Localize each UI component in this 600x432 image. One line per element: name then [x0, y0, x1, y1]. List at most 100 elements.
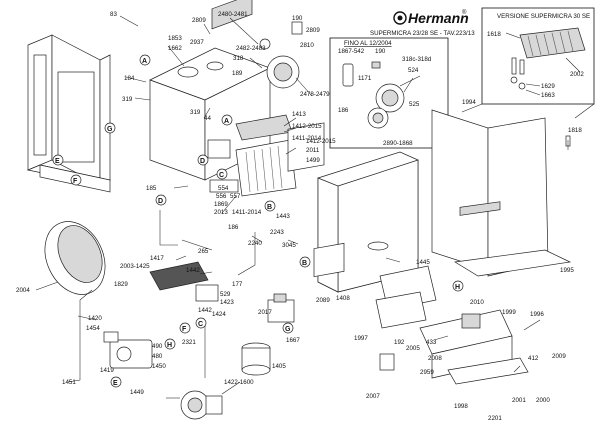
inset-fino-al-2004: FINO AL 12/2004 1867-542 190 1171 186 31… — [329, 37, 449, 149]
svg-text:B: B — [302, 260, 307, 267]
label-1411-2014-b: 1411-2014 — [232, 209, 262, 216]
label-1663: 1663 — [541, 92, 555, 99]
label-2480-2481: 2480-2481 — [218, 11, 248, 18]
svg-text:B: B — [267, 204, 272, 211]
inset-2004-title: FINO AL 12/2004 — [344, 40, 392, 47]
label-319-b: 319 — [190, 109, 201, 116]
label-1995: 1995 — [560, 267, 574, 274]
svg-text:D: D — [158, 198, 163, 205]
label-1419: 1419 — [100, 367, 114, 374]
label-1618: 1618 — [487, 31, 501, 38]
label-1417: 1417 — [150, 255, 164, 262]
pipework — [67, 210, 256, 383]
label-2003-1425: 2003-1425 — [120, 263, 150, 270]
label-1662: 1662 — [168, 45, 182, 52]
boiler-frame — [26, 34, 112, 193]
label-1412-2015-b: 1412-2015 — [306, 138, 336, 145]
gas-valve — [267, 242, 345, 323]
label-1998: 1998 — [454, 403, 468, 410]
label-177: 177 — [232, 281, 243, 288]
label-556: 556 — [216, 193, 227, 200]
leader-lines — [35, 15, 569, 399]
marker-f-low: F — [179, 322, 191, 334]
label-557: 557 — [230, 193, 241, 200]
svg-text:A: A — [142, 58, 147, 65]
svg-text:F: F — [73, 178, 78, 185]
marker-e-top: E — [52, 154, 64, 166]
label-525: 525 — [409, 101, 420, 108]
label-1171: 1171 — [358, 75, 372, 82]
marker-b-top: B — [264, 200, 276, 212]
label-2201: 2201 — [488, 415, 502, 422]
label-186-inset: 186 — [338, 107, 349, 114]
marker-h-top: H — [452, 280, 464, 292]
label-1996: 1996 — [530, 311, 544, 318]
control-panel — [375, 265, 529, 385]
label-2000: 2000 — [536, 397, 550, 404]
pump — [180, 390, 223, 420]
label-44: 44 — [204, 115, 211, 122]
trap-cylinder — [241, 342, 271, 376]
marker-d-left: D — [155, 194, 167, 206]
label-186: 186 — [228, 224, 239, 231]
inset-30-title: VERSIONE SUPERMICRA 30 SE — [497, 13, 590, 20]
expansion-vessel — [44, 221, 106, 295]
label-319-a: 319 — [122, 96, 133, 103]
label-1999: 1999 — [502, 309, 516, 316]
label-1450: 1450 — [152, 363, 166, 370]
svg-text:C: C — [219, 172, 224, 179]
label-1853: 1853 — [168, 35, 182, 42]
label-2478-2479: 2478-2479 — [300, 91, 330, 98]
label-529: 529 — [220, 291, 231, 298]
label-1629: 1629 — [541, 83, 555, 90]
brand-name: Hermann — [408, 10, 469, 26]
label-2937: 2937 — [190, 39, 204, 46]
label-2013: 2013 — [214, 209, 228, 216]
marker-h-low: H — [164, 338, 176, 350]
hydraulic-group — [103, 331, 153, 369]
label-2010: 2010 — [470, 299, 484, 306]
label-2017: 2017 — [258, 309, 272, 316]
label-1994: 1994 — [462, 99, 476, 106]
label-83: 83 — [110, 11, 117, 18]
label-185: 185 — [146, 185, 157, 192]
label-2321: 2321 — [182, 339, 196, 346]
label-2008: 2008 — [428, 355, 442, 362]
marker-c-top: C — [216, 168, 228, 180]
svg-text:A: A — [224, 118, 229, 125]
label-554: 554 — [218, 185, 229, 192]
label-2810: 2810 — [300, 42, 314, 49]
label-2890-1868: 2890-1868 — [383, 140, 413, 147]
label-433: 433 — [426, 339, 437, 346]
svg-text:G: G — [285, 326, 291, 333]
label-2009: 2009 — [552, 353, 566, 360]
label-3045: 3045 — [282, 242, 296, 249]
label-1443: 1443 — [276, 213, 290, 220]
marker-f-top: F — [70, 174, 82, 186]
label-1412-2015-a: 1412-2015 — [292, 123, 322, 130]
svg-text:E: E — [113, 380, 118, 387]
label-1667: 1667 — [286, 337, 300, 344]
svg-text:D: D — [200, 158, 205, 165]
fan-assembly — [259, 21, 303, 89]
brand-logo: Hermann ® — [393, 9, 469, 26]
label-1451: 1451 — [62, 379, 76, 386]
svg-text:E: E — [55, 158, 60, 165]
svg-text:H: H — [167, 342, 172, 349]
svg-text:F: F — [182, 326, 187, 333]
side-casing — [431, 109, 572, 277]
label-1818: 1818 — [568, 127, 582, 134]
label-1445: 1445 — [416, 259, 430, 266]
marker-a-mid: A — [221, 114, 233, 126]
label-412: 412 — [528, 355, 539, 362]
marker-g-low: G — [282, 322, 294, 334]
label-1405: 1405 — [272, 363, 286, 370]
label-190-inset: 190 — [375, 48, 386, 55]
label-2007: 2007 — [366, 393, 380, 400]
label-2002: 2002 — [570, 71, 584, 78]
label-1442-a: 1442 — [186, 267, 200, 274]
label-189: 189 — [232, 70, 243, 77]
label-480: 480 — [152, 353, 163, 360]
label-1422-1600: 1422-1600 — [224, 379, 254, 386]
